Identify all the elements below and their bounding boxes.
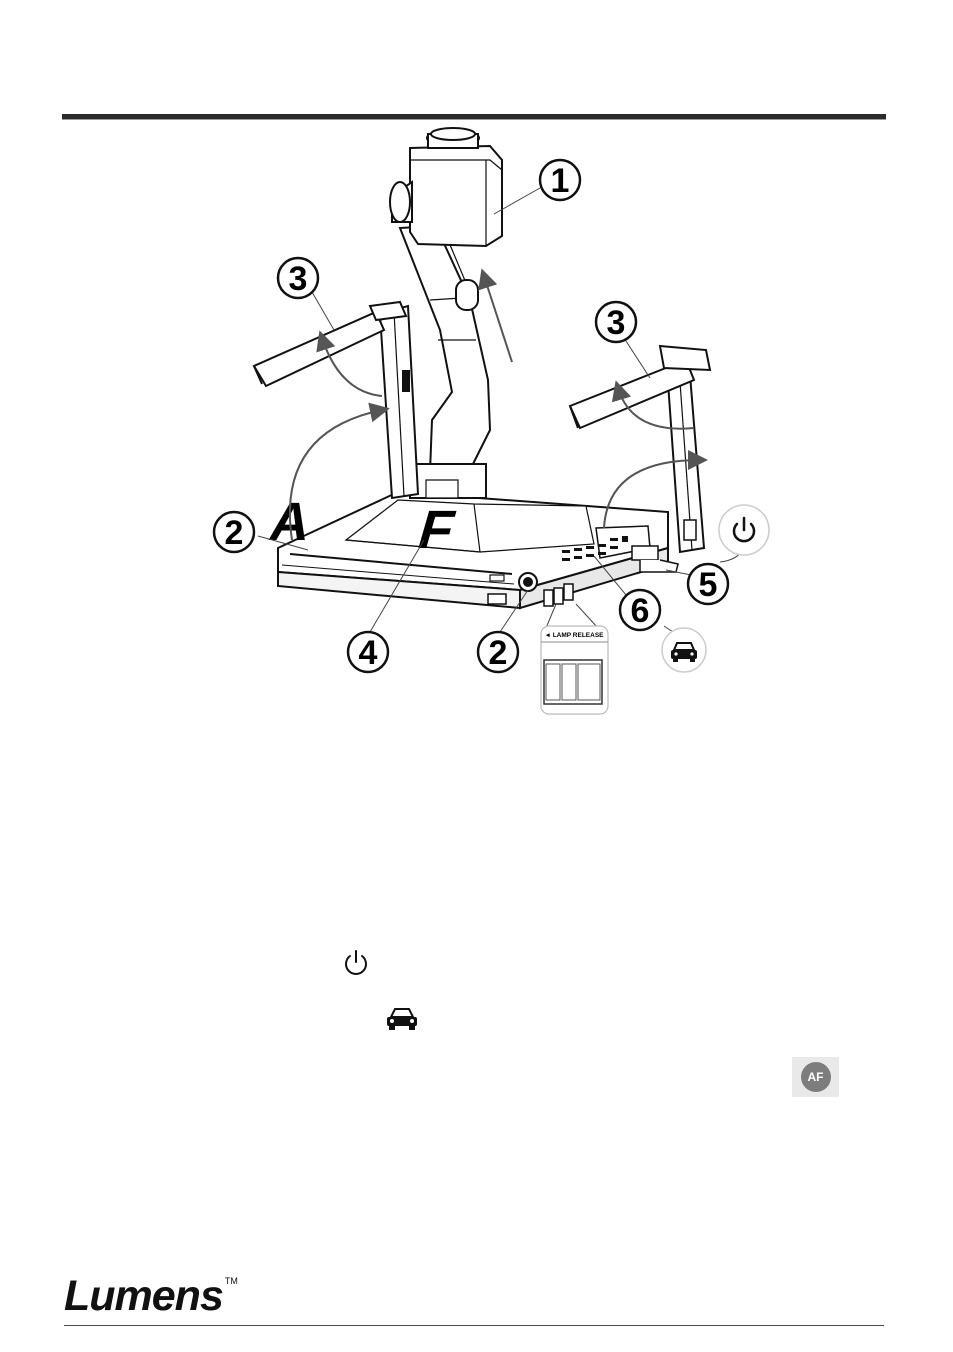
trademark-mark: TM [224, 1276, 238, 1286]
callout-2-bottom: 2 [476, 630, 520, 674]
lamp-release-label: ◄ LAMP RELEASE [544, 632, 604, 639]
power-button-inset [718, 504, 770, 556]
svg-text:2: 2 [489, 634, 508, 672]
af-icon-label: AF [800, 1062, 831, 1092]
camera-head [389, 127, 503, 248]
svg-text:6: 6 [631, 592, 650, 630]
af-icon: AF [792, 1057, 839, 1097]
right-lamp-arm [568, 344, 712, 554]
svg-text:1: 1 [551, 162, 570, 200]
motion-arrows [288, 268, 708, 541]
callout-3-left: 3 [276, 256, 320, 300]
svg-text:3: 3 [607, 304, 626, 342]
brand-name: Lumens [64, 1272, 224, 1320]
callout-1: 1 [538, 158, 582, 202]
lamp-release-inset [540, 625, 609, 715]
svg-text:5: 5 [699, 566, 718, 604]
auto-tune-inset [661, 627, 707, 673]
svg-text:4: 4 [359, 634, 378, 672]
header-rule [62, 114, 886, 120]
footer-rule [64, 1325, 884, 1326]
camera-arm [398, 224, 492, 499]
power-icon [345, 950, 367, 975]
left-lamp-arm [252, 300, 420, 500]
callout-3-right: 3 [594, 300, 638, 344]
callout-2-left: 2 [212, 510, 256, 554]
callout-6: 6 [618, 588, 662, 632]
svg-text:2: 2 [225, 514, 244, 552]
document-sheet [344, 499, 595, 553]
car-icon [387, 1008, 417, 1030]
svg-text:3: 3 [289, 260, 308, 298]
callout-5: 5 [686, 562, 730, 606]
callout-4: 4 [346, 630, 390, 674]
